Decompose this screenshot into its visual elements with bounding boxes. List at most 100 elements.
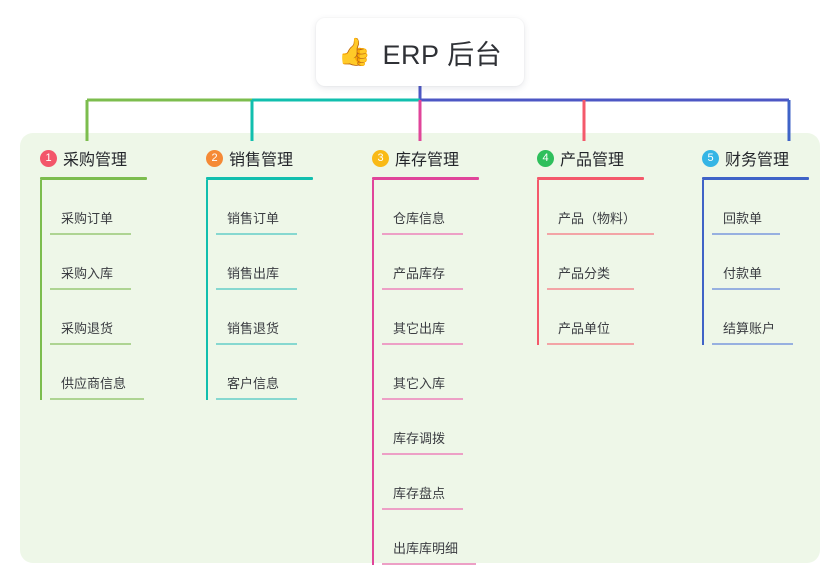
branch-header-3[interactable]: 3 库存管理	[372, 146, 522, 170]
leaf-item-underline	[547, 233, 654, 235]
branch-title: 财务管理	[725, 152, 790, 169]
branch-item-list: 销售订单销售出库销售退货客户信息	[206, 180, 356, 400]
leaf-item-underline	[216, 343, 297, 345]
branch-spine	[40, 180, 42, 400]
branch-number-badge: 4	[537, 149, 554, 167]
leaf-item[interactable]: 产品（物料）	[537, 180, 687, 235]
leaf-item-label: 库存盘点	[393, 486, 446, 501]
leaf-item-label: 销售订单	[227, 211, 280, 226]
leaf-item[interactable]: 采购退货	[40, 290, 190, 345]
branch-spine	[702, 180, 704, 345]
branch-header-5[interactable]: 5 财务管理	[702, 146, 839, 170]
leaf-item-underline	[382, 398, 463, 400]
leaf-item[interactable]: 其它入库	[372, 345, 522, 400]
leaf-item-underline	[216, 233, 297, 235]
branch-header-2[interactable]: 2 销售管理	[206, 146, 356, 170]
branch-header-underline	[372, 177, 479, 180]
leaf-item-underline	[216, 398, 297, 400]
branch-column-3: 3 库存管理仓库信息产品库存其它出库其它入库库存调拨库存盘点出库库明细	[372, 146, 522, 565]
branch-number-badge: 2	[206, 149, 223, 167]
branch-header-1[interactable]: 1 采购管理	[40, 146, 190, 170]
root-node[interactable]: 👍 ERP 后台	[316, 18, 524, 86]
leaf-item-underline	[382, 563, 476, 565]
leaf-item[interactable]: 采购订单	[40, 180, 190, 235]
leaf-item[interactable]: 产品库存	[372, 235, 522, 290]
leaf-item[interactable]: 销售订单	[206, 180, 356, 235]
branch-header-underline	[702, 177, 809, 180]
leaf-item[interactable]: 供应商信息	[40, 345, 190, 400]
leaf-item-label: 销售退货	[227, 321, 280, 336]
leaf-item-label: 销售出库	[227, 266, 280, 281]
leaf-item[interactable]: 采购入库	[40, 235, 190, 290]
root-node-content: 👍 ERP 后台	[338, 33, 502, 72]
branch-item-list: 产品（物料） 产品分类产品单位	[537, 180, 687, 345]
branch-number-badge: 5	[702, 149, 719, 167]
leaf-item[interactable]: 产品分类	[537, 235, 687, 290]
leaf-item-underline	[216, 288, 297, 290]
leaf-item[interactable]: 仓库信息	[372, 180, 522, 235]
leaf-item[interactable]: 客户信息	[206, 345, 356, 400]
leaf-item-underline	[547, 288, 634, 290]
leaf-item[interactable]: 回款单	[702, 180, 839, 235]
branch-spine	[537, 180, 539, 345]
branch-column-5: 5 财务管理回款单付款单结算账户	[702, 146, 839, 345]
leaf-item-underline	[712, 233, 780, 235]
branch-header-underline	[40, 177, 147, 180]
leaf-item[interactable]: 销售退货	[206, 290, 356, 345]
leaf-item-label: 采购订单	[61, 211, 114, 226]
leaf-item[interactable]: 销售出库	[206, 235, 356, 290]
leaf-item[interactable]: 库存盘点	[372, 455, 522, 510]
leaf-item-label: 其它出库	[393, 321, 446, 336]
branch-item-list: 采购订单采购入库采购退货供应商信息	[40, 180, 190, 400]
branch-spine	[372, 180, 374, 565]
leaf-item-label: 采购入库	[61, 266, 114, 281]
leaf-item-underline	[382, 343, 463, 345]
leaf-item-underline	[50, 343, 131, 345]
branch-column-1: 1 采购管理采购订单采购入库采购退货供应商信息	[40, 146, 190, 400]
branch-item-list: 仓库信息产品库存其它出库其它入库库存调拨库存盘点出库库明细	[372, 180, 522, 565]
leaf-item-underline	[50, 288, 131, 290]
leaf-item-underline	[382, 453, 463, 455]
leaf-item-label: 客户信息	[227, 376, 280, 391]
leaf-item-underline	[382, 508, 463, 510]
leaf-item-label: 回款单	[723, 211, 763, 226]
leaf-item-label: 产品分类	[558, 266, 611, 281]
leaf-item[interactable]: 付款单	[702, 235, 839, 290]
leaf-item-label: 产品库存	[393, 266, 446, 281]
leaf-item-label: 结算账户	[723, 321, 776, 336]
branch-title: 库存管理	[395, 152, 460, 169]
branch-number-badge: 1	[40, 149, 57, 167]
branch-spine	[206, 180, 208, 400]
branch-title: 销售管理	[229, 152, 294, 169]
branch-number-badge: 3	[372, 149, 389, 167]
leaf-item-label: 出库库明细	[393, 541, 459, 556]
branch-header-underline	[206, 177, 313, 180]
leaf-item-underline	[382, 288, 463, 290]
leaf-item-label: 付款单	[723, 266, 763, 281]
leaf-item-label: 仓库信息	[393, 211, 446, 226]
leaf-item-label: 其它入库	[393, 376, 446, 391]
leaf-item-underline	[712, 343, 793, 345]
leaf-item-underline	[382, 233, 463, 235]
leaf-item-underline	[50, 398, 144, 400]
leaf-item-label: 产品（物料）	[558, 211, 637, 226]
leaf-item-underline	[547, 343, 634, 345]
leaf-item-label: 库存调拨	[393, 431, 446, 446]
leaf-item-label: 供应商信息	[61, 376, 127, 391]
leaf-item-label: 采购退货	[61, 321, 114, 336]
branch-header-underline	[537, 177, 644, 180]
leaf-item[interactable]: 其它出库	[372, 290, 522, 345]
leaf-item[interactable]: 结算账户	[702, 290, 839, 345]
diagram-panel	[20, 133, 820, 563]
leaf-item-underline	[50, 233, 131, 235]
leaf-item[interactable]: 库存调拨	[372, 400, 522, 455]
leaf-item-label: 产品单位	[558, 321, 611, 336]
leaf-item-underline	[712, 288, 780, 290]
leaf-item[interactable]: 产品单位	[537, 290, 687, 345]
branch-title: 采购管理	[63, 152, 128, 169]
leaf-item[interactable]: 出库库明细	[372, 510, 522, 565]
root-node-title: ERP 后台	[382, 39, 503, 70]
